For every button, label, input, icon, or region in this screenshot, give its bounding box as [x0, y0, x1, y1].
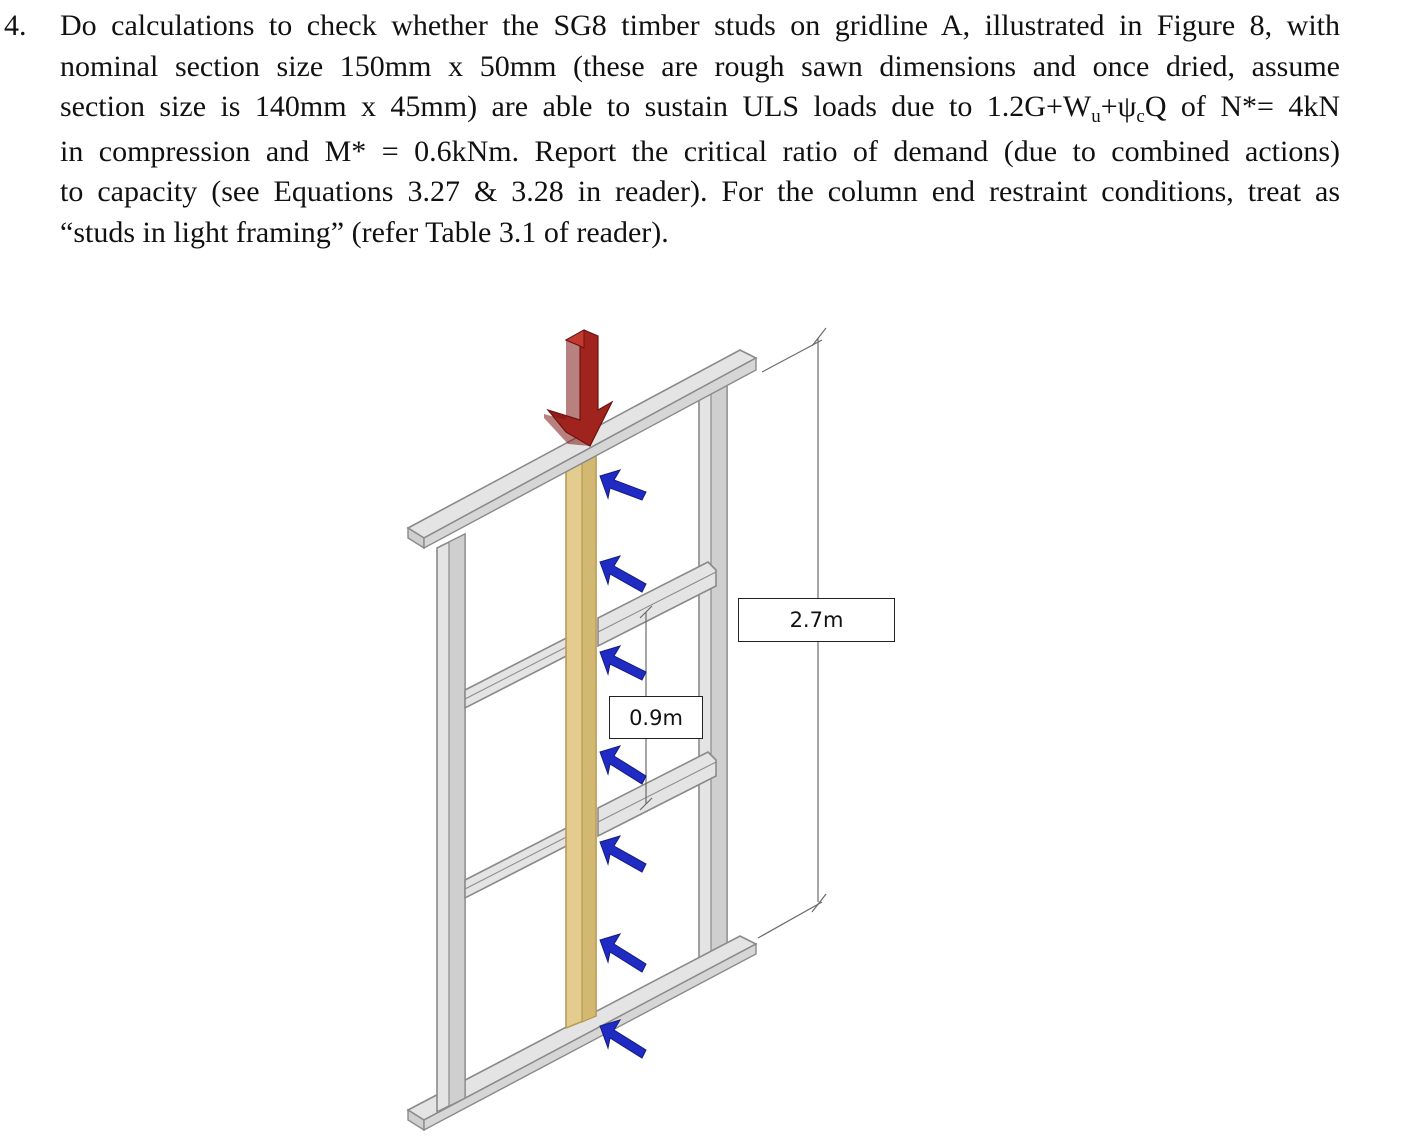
height-dimension-label: 2.7m: [738, 598, 895, 642]
nogging-right-lower: [597, 751, 717, 838]
question-line-6: “studs in light framing” (refer Table 3.…: [60, 215, 669, 249]
question-line-3-part2: +ψ: [1100, 90, 1137, 124]
right-stud: [698, 376, 728, 964]
wind-arrow-7: [599, 1019, 647, 1059]
question: 4. Do calculations to check whether the …: [0, 6, 1340, 254]
wind-arrow-2: [599, 555, 647, 593]
wind-load-arrows: [599, 469, 647, 1059]
wind-arrow-6: [599, 933, 647, 973]
question-text: Do calculations to check whether the SG8…: [60, 6, 1340, 254]
wind-arrow-5: [599, 835, 647, 873]
question-line-1: Do calculations to check whether the SG8…: [60, 9, 1340, 42]
wind-arrow-3: [599, 645, 647, 681]
question-number: 4.: [4, 9, 27, 42]
left-stud: [436, 532, 466, 1114]
wind-arrow-4: [599, 745, 647, 785]
subscript-c: c: [1136, 106, 1145, 128]
subscript-u: u: [1091, 106, 1101, 128]
question-line-3-part1: section size is 140mm x 45mm) are able t…: [60, 90, 1092, 124]
nogging-left-lower: [464, 818, 583, 900]
question-line-3-part3: Q of N*= 4kN: [1144, 90, 1341, 124]
axial-load-arrow: [544, 329, 614, 447]
wind-arrow-1: [599, 469, 647, 501]
spacing-dimension-label: 0.9m: [609, 696, 703, 739]
nogging-left-upper: [464, 628, 583, 710]
question-line-3: section size is 140mm x 45mm) are able t…: [60, 87, 1340, 132]
timber-stud-gridline-a: [565, 454, 597, 1030]
question-line-4: in compression and M* = 0.6kNm. Report t…: [60, 134, 1340, 168]
question-line-5: to capacity (see Equations 3.27 & 3.28 i…: [60, 175, 1340, 209]
bottom-plate: [406, 935, 758, 1132]
question-line-2: nominal section size 150mm x 50mm (these…: [60, 49, 1340, 83]
nogging-right-upper: [597, 561, 717, 648]
